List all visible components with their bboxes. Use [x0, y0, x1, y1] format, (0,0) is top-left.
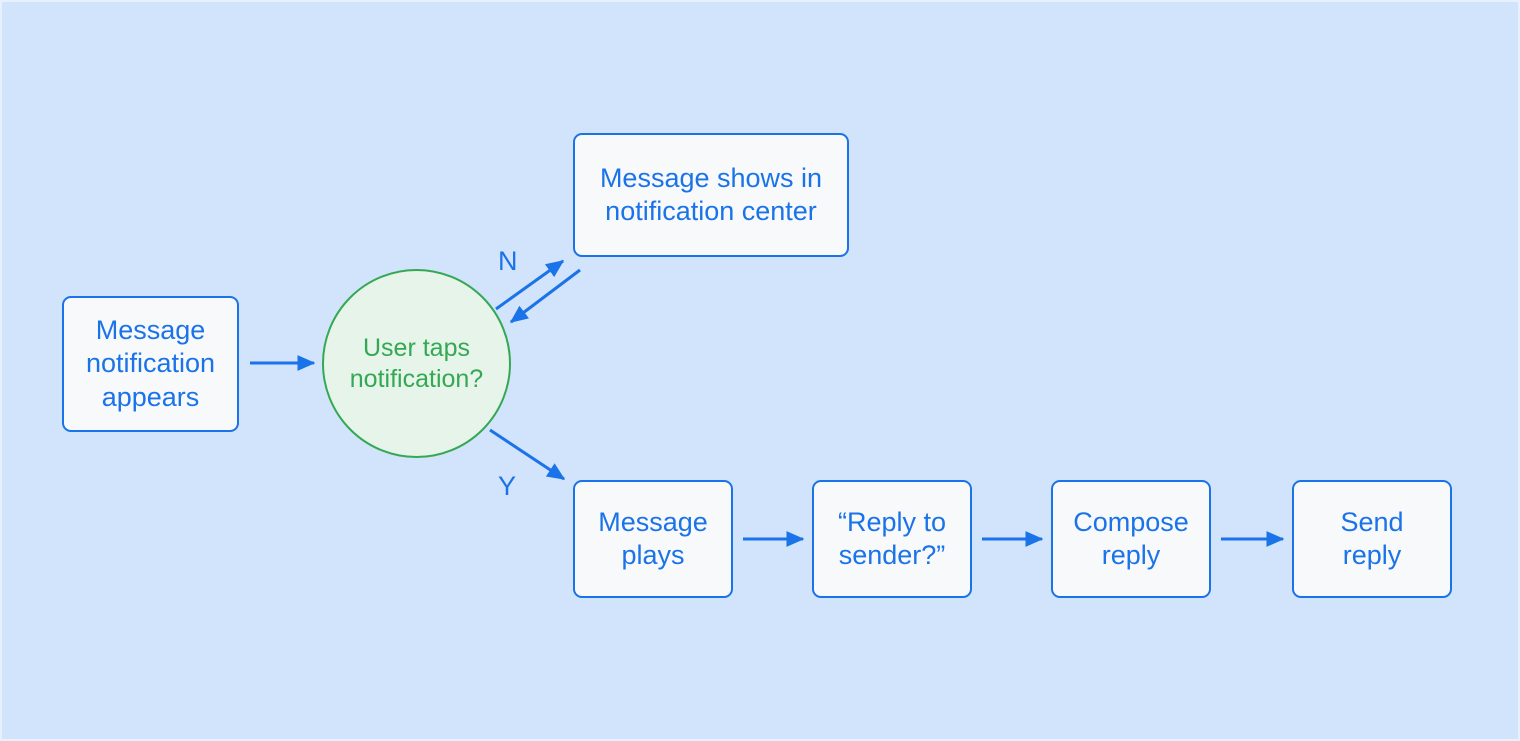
- node-message-notification-appears[interactable]: Message notification appears: [62, 296, 239, 432]
- node-label: Message shows in notification center: [599, 162, 823, 226]
- edge-notification-center-to-decision: [509, 268, 581, 324]
- node-user-taps-notification[interactable]: User taps notification?: [322, 269, 511, 458]
- node-send-reply[interactable]: Send reply: [1292, 480, 1452, 598]
- node-label: Compose reply: [1073, 506, 1189, 570]
- node-compose-reply[interactable]: Compose reply: [1051, 480, 1211, 598]
- node-label: Message notification appears: [85, 314, 216, 412]
- node-label: User taps notification?: [349, 333, 484, 393]
- edge-label-no: N: [498, 246, 518, 276]
- node-label: “Reply to sender?”: [837, 506, 947, 570]
- node-reply-to-sender[interactable]: “Reply to sender?”: [812, 480, 972, 598]
- node-label: Message plays: [598, 506, 708, 570]
- node-label: Send reply: [1340, 506, 1404, 570]
- node-message-shows-in-notification-center[interactable]: Message shows in notification center: [573, 133, 849, 257]
- node-message-plays[interactable]: Message plays: [573, 480, 733, 598]
- edge-label-yes: Y: [498, 471, 517, 501]
